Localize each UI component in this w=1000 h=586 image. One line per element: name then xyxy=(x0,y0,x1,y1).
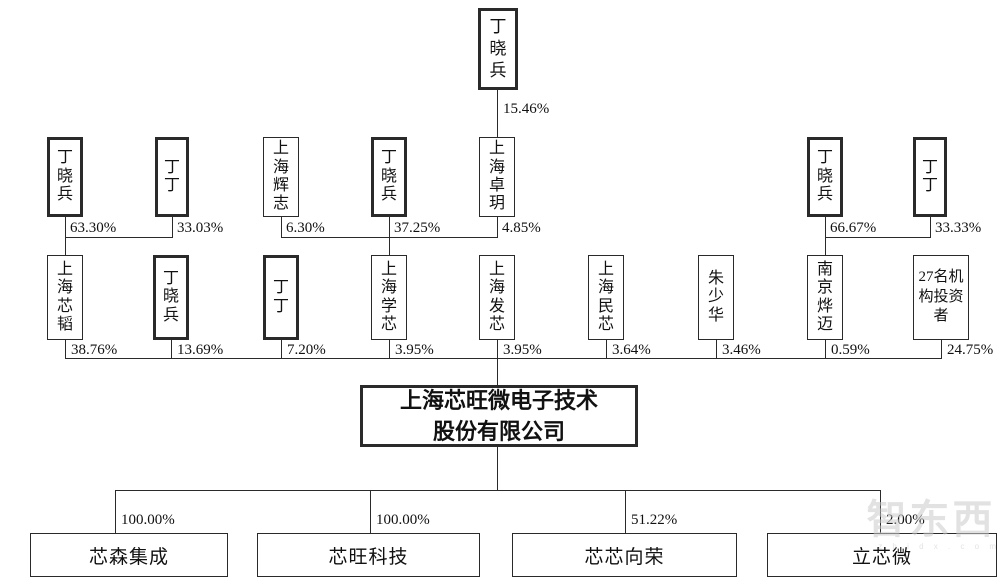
connector-line xyxy=(281,340,282,358)
node-ding-xiaobing-direct: 丁晓兵 xyxy=(153,255,189,340)
company-name-line1: 上海芯旺微电子技术 xyxy=(399,387,598,413)
node-shanghai-zhuoyue: 上海卓玥 xyxy=(479,137,515,217)
ownership-percent: 63.30% xyxy=(70,220,117,236)
node-shanghai-minxin: 上海民芯 xyxy=(588,255,624,340)
ownership-percent: 4.85% xyxy=(502,220,541,236)
node-label: 27名机构投资者 xyxy=(918,268,964,325)
ownership-percent: 2.00% xyxy=(886,512,925,528)
node-label: 上海学芯 xyxy=(380,260,397,333)
node-label: 丁丁 xyxy=(921,158,938,194)
node-label: 上海发芯 xyxy=(488,260,505,333)
connector-line xyxy=(389,237,390,255)
node-label: 丁丁 xyxy=(272,279,289,315)
node-label: 南京烨迈 xyxy=(816,260,833,333)
connector-line xyxy=(389,217,390,237)
node-label: 芯旺科技 xyxy=(328,546,409,568)
node-shanghai-huizhi: 上海辉志 xyxy=(263,137,299,217)
node-xinwang-keji: 芯旺科技 xyxy=(257,533,480,577)
connector-line xyxy=(825,340,826,358)
connector-line xyxy=(172,217,173,237)
connector-line xyxy=(370,490,371,533)
node-ding-ding-a: 丁丁 xyxy=(155,137,189,217)
company-name-line2: 股份有限公司 xyxy=(432,419,565,444)
node-label: 上海民芯 xyxy=(597,260,614,333)
node-ding-xiaobing-c: 丁晓兵 xyxy=(807,137,843,217)
ownership-percent: 3.64% xyxy=(612,342,651,358)
ownership-percent: 66.67% xyxy=(830,220,877,236)
ownership-percent: 6.30% xyxy=(286,220,325,236)
connector-line xyxy=(115,490,116,533)
node-label: 丁晓兵 xyxy=(489,16,507,81)
connector-line xyxy=(65,217,66,237)
ownership-percent: 33.03% xyxy=(177,220,224,236)
ownership-percent: 0.59% xyxy=(831,342,870,358)
ownership-percent: 100.00% xyxy=(376,512,430,528)
ownership-percent: 38.76% xyxy=(71,342,118,358)
connector-line xyxy=(625,490,626,533)
connector-line xyxy=(930,217,931,237)
node-label: 丁晓兵 xyxy=(816,149,833,204)
node-institutional-investors: 27名机构投资者 xyxy=(913,255,969,340)
ownership-percent: 15.46% xyxy=(503,101,550,117)
node-label: 上海芯韬 xyxy=(56,260,73,333)
connector-line xyxy=(497,358,498,385)
connector-line xyxy=(281,217,282,237)
node-label: 丁晓兵 xyxy=(56,149,73,204)
ownership-percent: 51.22% xyxy=(631,512,678,528)
ownership-percent: 33.33% xyxy=(935,220,982,236)
ownership-percent: 24.75% xyxy=(947,342,994,358)
connector-line xyxy=(825,217,826,237)
node-ding-xiaobing-top: 丁晓兵 xyxy=(478,8,518,90)
connector-line xyxy=(941,340,942,358)
node-xinsen-jicheng: 芯森集成 xyxy=(30,533,228,577)
ownership-percent: 7.20% xyxy=(287,342,326,358)
node-zhu-shaohua: 朱少华 xyxy=(698,255,734,340)
node-label: 丁丁 xyxy=(163,158,180,194)
node-ding-ding-direct: 丁丁 xyxy=(263,255,299,340)
connector-line xyxy=(716,340,717,358)
connector-line xyxy=(65,358,942,359)
ownership-percent: 37.25% xyxy=(394,220,441,236)
node-xinxin-xiangrong: 芯芯向荣 xyxy=(512,533,737,577)
node-label: 芯芯向荣 xyxy=(584,546,665,568)
node-shanghai-xuexin: 上海学芯 xyxy=(371,255,407,340)
ownership-percent: 3.46% xyxy=(722,342,761,358)
company-box: 上海芯旺微电子技术 股份有限公司 xyxy=(360,385,638,447)
node-label: 立芯微 xyxy=(851,546,912,568)
connector-line xyxy=(880,490,881,533)
connector-line xyxy=(65,237,173,238)
node-label: 芯森集成 xyxy=(88,546,169,568)
connector-line xyxy=(65,340,66,358)
node-label: 丁晓兵 xyxy=(380,149,397,204)
connector-line xyxy=(825,237,826,255)
ownership-percent: 13.69% xyxy=(177,342,224,358)
connector-line xyxy=(389,340,390,358)
node-label: 丁晓兵 xyxy=(162,269,179,324)
connector-line xyxy=(825,237,931,238)
connector-line xyxy=(65,237,66,255)
node-ding-xiaobing-a: 丁晓兵 xyxy=(47,137,83,217)
ownership-percent: 3.95% xyxy=(503,342,542,358)
node-label: 上海卓玥 xyxy=(488,140,505,213)
ownership-percent: 100.00% xyxy=(121,512,175,528)
node-nanjing-yemai: 南京烨迈 xyxy=(807,255,843,340)
node-lixinwei: 立芯微 xyxy=(767,533,997,577)
connector-line xyxy=(497,217,498,237)
node-shanghai-xintao: 上海芯韬 xyxy=(47,255,83,340)
node-label: 上海辉志 xyxy=(272,140,289,213)
node-label: 朱少华 xyxy=(707,269,724,324)
node-ding-ding-c: 丁丁 xyxy=(913,137,947,217)
connector-line xyxy=(497,340,498,358)
connector-line xyxy=(497,90,498,137)
connector-line xyxy=(115,490,881,491)
ownership-percent: 3.95% xyxy=(395,342,434,358)
connector-line xyxy=(606,340,607,358)
connector-line xyxy=(497,447,498,490)
node-ding-xiaobing-b: 丁晓兵 xyxy=(371,137,407,217)
node-shanghai-faxin: 上海发芯 xyxy=(479,255,515,340)
connector-line xyxy=(171,340,172,358)
